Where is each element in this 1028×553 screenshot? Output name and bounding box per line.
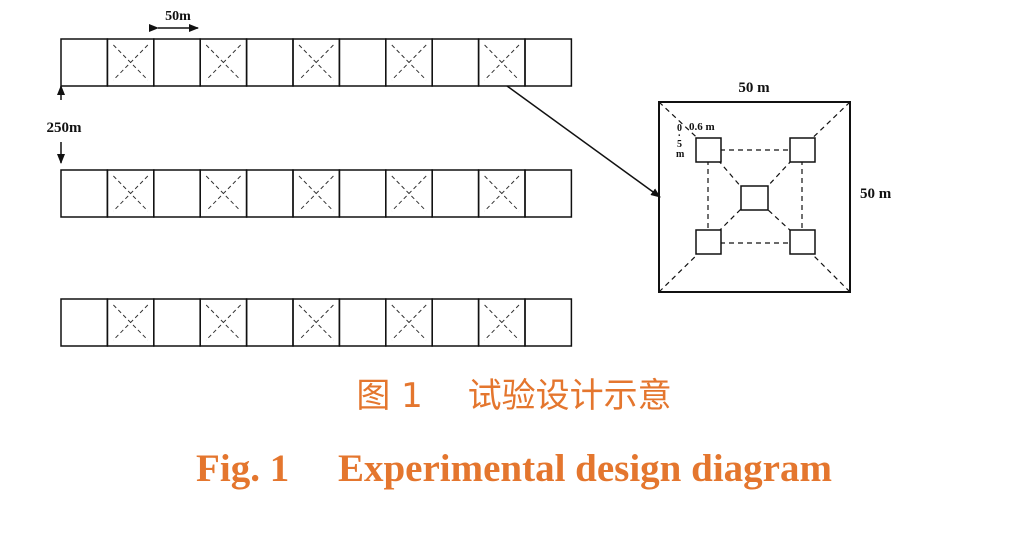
cell-width-dimension: 50m [149,9,199,32]
buffer-cell [153,298,201,347]
quadrat-offset-char: 0 [677,123,682,134]
buffer-cell [431,298,480,347]
quadrat-bottom-right [789,229,816,255]
plot-diagonal [298,175,334,212]
detail-plot-border [658,101,851,293]
plot-row [60,169,573,218]
plot-rows [60,38,573,347]
plot-diagonal [113,175,149,212]
detail-height-label: 50 m [860,186,892,202]
buffer-cell [245,298,294,347]
experimental-design-diagram: 50m 250m 50 m 50 m 0.6 [47,9,892,347]
figure-caption-english: Fig. 1 Experimental design diagram [196,447,832,490]
buffer-cell [524,38,573,87]
plot-diagonal [484,304,520,341]
buffer-cell [60,38,109,87]
buffer-cell [60,169,109,218]
quadrat-offset-char: m [676,149,685,160]
plot-diagonal [113,44,149,81]
buffer-cell [338,169,387,218]
plot-diagonal [205,44,241,81]
quadrat-offset-char: . [678,128,681,139]
quadrat-top-right [789,137,816,163]
buffer-cell [60,298,109,347]
buffer-cell [153,169,201,218]
plot-row [60,298,573,347]
buffer-cell [245,38,294,87]
plot-row [60,38,573,87]
plot-diagonal [391,304,427,341]
plot-diagonal [113,304,149,341]
plot-diagonal [298,44,334,81]
row-spacing-label: 250m [47,120,83,136]
quadrat-top-left [695,137,722,163]
plot-diagonal [391,175,427,212]
plot-detail: 50 m 50 m 0.6 m 0 . 5 m [658,80,892,293]
detail-width-label: 50 m [738,80,770,96]
buffer-cell [431,38,480,87]
buffer-cell [338,38,387,87]
quadrat-center [740,185,769,211]
quadrat-offset-label: 0 . 5 m [676,123,685,160]
plot-diagonal [391,44,427,81]
row-spacing-dimension: 250m [47,85,83,164]
buffer-cell [431,169,480,218]
cell-width-label: 50m [165,9,191,24]
quadrat-size-label: 0.6 m [689,121,715,133]
buffer-cell [153,38,201,87]
quadrat-offset-char: 5 [677,139,682,150]
buffer-cell [524,169,573,218]
buffer-cell [338,298,387,347]
plot-diagonal [205,304,241,341]
plot-diagonal [298,304,334,341]
detail-connector-arrow [506,85,661,198]
buffer-cell [245,169,294,218]
plot-diagonal [484,175,520,212]
buffer-cell [524,298,573,347]
plot-diagonal [205,175,241,212]
quadrat-bottom-left [695,229,722,255]
figure-caption-chinese: 图 1 试验设计示意 [356,376,672,416]
plot-diagonal [484,44,520,81]
